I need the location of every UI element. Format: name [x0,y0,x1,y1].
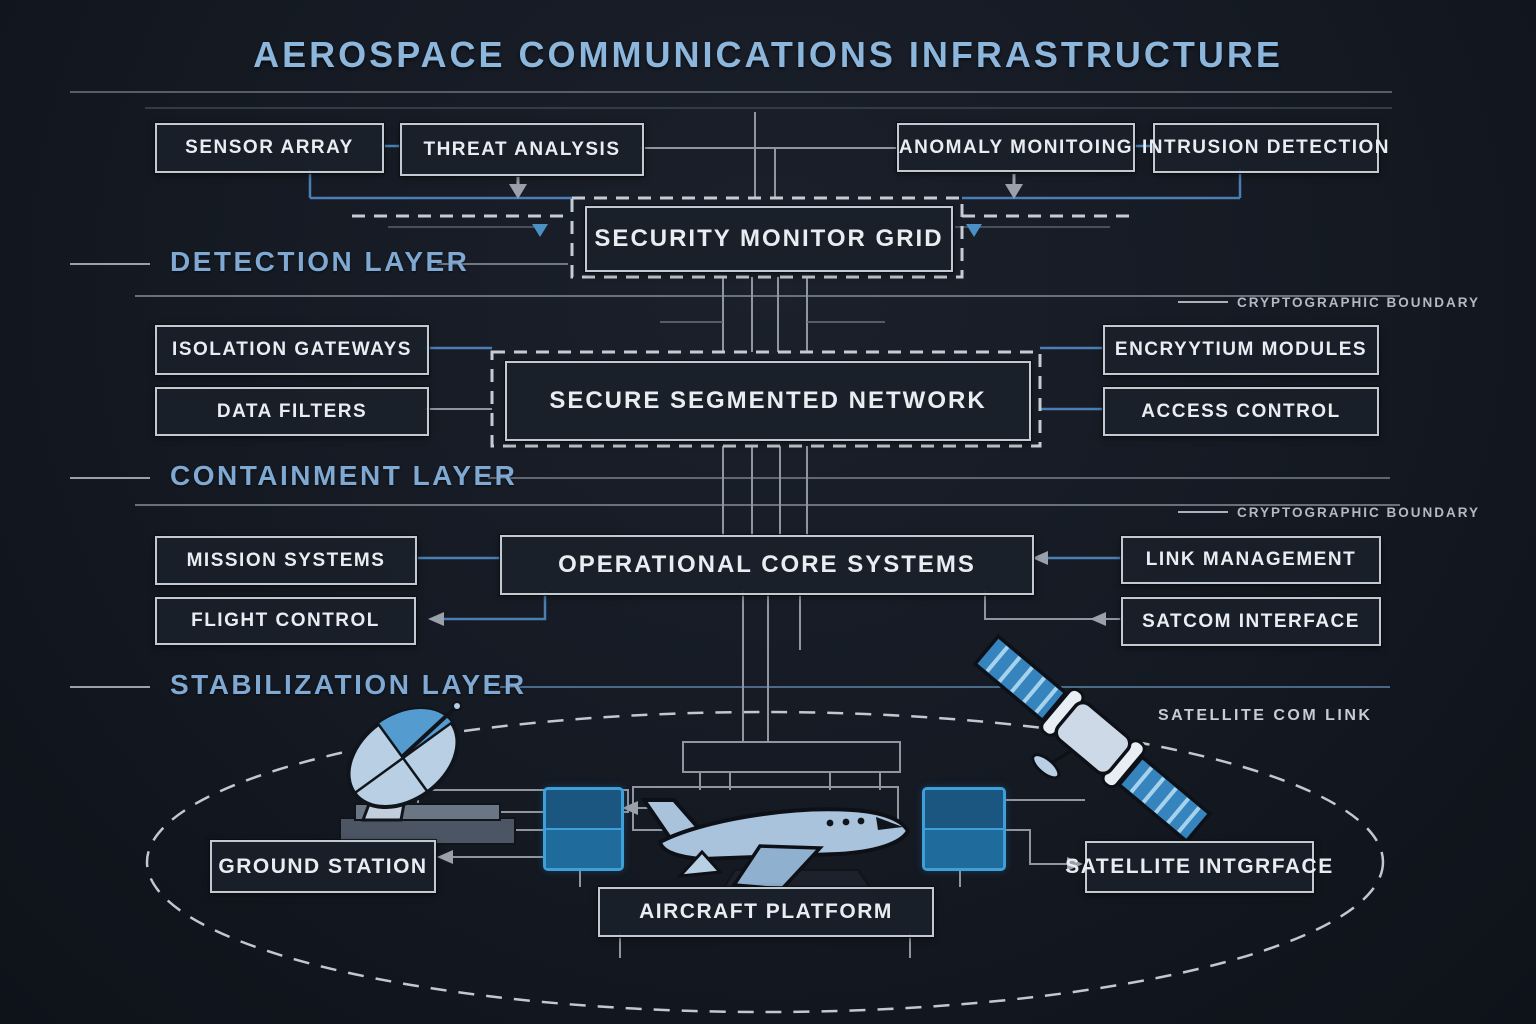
flow-arrows [428,174,1106,871]
mini-blue-arrow-right [966,224,982,237]
page-title: AEROSPACE COMMUNICATIONS INFRASTRUCTURE [253,34,1283,75]
title-divider-lines [70,91,1392,109]
node-sensor-array: SENSOR ARRAY [155,123,384,173]
arrow-into-left-node [622,801,638,815]
node-access-control: ACCESS CONTROL [1103,387,1379,436]
node-mission-systems: MISSION SYSTEMS [155,536,417,585]
stabilization-layer-label: STABILIZATION LAYER [170,669,527,700]
node-isolation-gateways: ISOLATION GATEWAYS [155,325,429,375]
security-grid-dashed-frame [570,196,964,279]
cryptographic-boundary-label-2: CRYPTOGRAPHIC BOUNDARY [1237,505,1481,520]
detection-layer-label: DETECTION LAYER [170,246,470,277]
cryptographic-boundary-label-1: CRYPTOGRAPHIC BOUNDARY [1237,295,1481,310]
segmented-network-dashed-frame [490,350,1042,448]
relay-node-left [543,787,624,871]
orbit-dashed-ellipse [145,710,1385,1014]
down-arrow-anomaly-monitoring [1005,184,1023,199]
satellite-com-link-label: SATELLITE COM LINK [1158,707,1373,724]
node-anomaly-monitoring: ANOMALY MONITOING [897,123,1135,172]
relay-node-right-bottom-cell [925,830,1003,868]
node-operational-core-systems: OPERATIONAL CORE SYSTEMS [500,535,1034,595]
arrow-on-satcom-line [1090,612,1106,626]
satellite-icon [972,633,1213,844]
arrow-into-ground-station [437,850,453,864]
arrow-into-flight-control [428,612,444,626]
containment-layer-label: CONTAINMENT LAYER [170,460,518,491]
relay-node-right-top-cell [925,790,1003,830]
node-secure-segmented-network: SECURE SEGMENTED NETWORK [505,361,1031,441]
node-link-management: LINK MANAGEMENT [1121,536,1381,584]
node-aircraft-platform: AIRCRAFT PLATFORM [598,887,934,937]
node-threat-analysis: THREAT ANALYSIS [400,123,644,176]
down-arrow-threat-analysis [509,184,527,199]
node-satellite-interface: SATELLITE INTGRFACE [1065,841,1332,893]
arrow-into-core-systems [1032,551,1048,565]
arrow-into-satellite-interface [1067,857,1083,871]
mini-blue-arrow-left [532,224,548,237]
node-satcom-interface: SATCOM INTERFACE [1121,597,1381,646]
gray-connector-lines [70,112,1400,958]
blue-connector-lines [308,144,1242,621]
satellite-dish-icon [339,701,516,845]
node-flight-control: FLIGHT CONTROL [155,597,416,645]
node-security-monitor-grid: SECURITY MONITOR GRID [585,206,953,272]
relay-node-left-top-cell [546,790,621,830]
node-encryption-modules: ENCRYYTIUM MODULES [1103,325,1379,375]
relay-node-left-bottom-cell [546,830,621,868]
node-intrusion-detection: INTRUSION DETECTION [1142,123,1389,173]
relay-node-right [922,787,1006,871]
node-data-filters: DATA FILTERS [155,387,429,436]
dashed-security-frames [352,196,1133,448]
node-ground-station: GROUND STATION [210,840,436,893]
